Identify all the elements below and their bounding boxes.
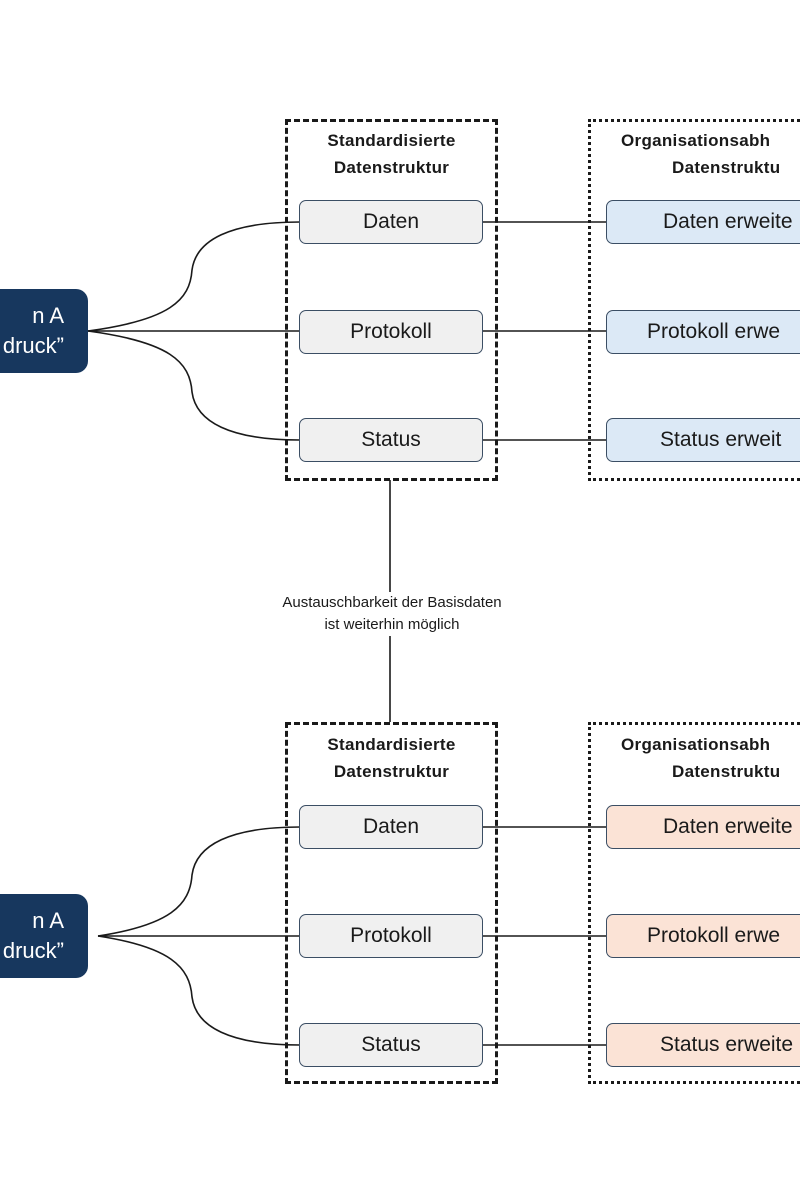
standard-item-daten-bottom: Daten [299, 805, 483, 849]
connector-bottom-source-status [97, 935, 301, 1046]
source-node-bottom-line1: n A [32, 908, 64, 933]
standard-item-status-top: Status [299, 418, 483, 462]
source-node-bottom-line2: druck” [2, 938, 64, 963]
source-node-top: n A druck” [0, 289, 88, 373]
ext-item-daten-top: Daten erweite [606, 200, 800, 244]
standard-item-daten-top: Daten [299, 200, 483, 244]
org-group-top [588, 119, 800, 481]
connector-top-source-status [87, 330, 301, 441]
source-node-top-line1: n A [32, 303, 64, 328]
ext-item-status-bottom: Status erweite [606, 1023, 800, 1067]
ext-item-daten-bottom: Daten erweite [606, 805, 800, 849]
ext-item-status-top: Status erweit [606, 418, 800, 462]
ext-item-protokoll-top: Protokoll erwe [606, 310, 800, 354]
standard-group-bottom [285, 722, 498, 1084]
exchangeability-note: Austauschbarkeit der Basisdaten ist weit… [240, 592, 544, 636]
standard-group-top-title: Standardisierte Datenstruktur [327, 131, 456, 177]
standard-group-top [285, 119, 498, 481]
source-node-bottom: n A druck” [0, 894, 88, 978]
standard-item-protokoll-top: Protokoll [299, 310, 483, 354]
standard-item-status-bottom: Status [299, 1023, 483, 1067]
connector-bottom-source-daten [97, 826, 301, 937]
org-group-bottom [588, 722, 800, 1084]
org-group-top-title: Organisationsabh Datenstruktu [621, 131, 781, 177]
standard-item-protokoll-bottom: Protokoll [299, 914, 483, 958]
connector-top-source-daten [87, 221, 301, 332]
source-node-top-line2: druck” [2, 333, 64, 358]
org-group-bottom-title: Organisationsabh Datenstruktu [621, 735, 781, 781]
ext-item-protokoll-bottom: Protokoll erwe [606, 914, 800, 958]
standard-group-bottom-title: Standardisierte Datenstruktur [327, 735, 456, 781]
